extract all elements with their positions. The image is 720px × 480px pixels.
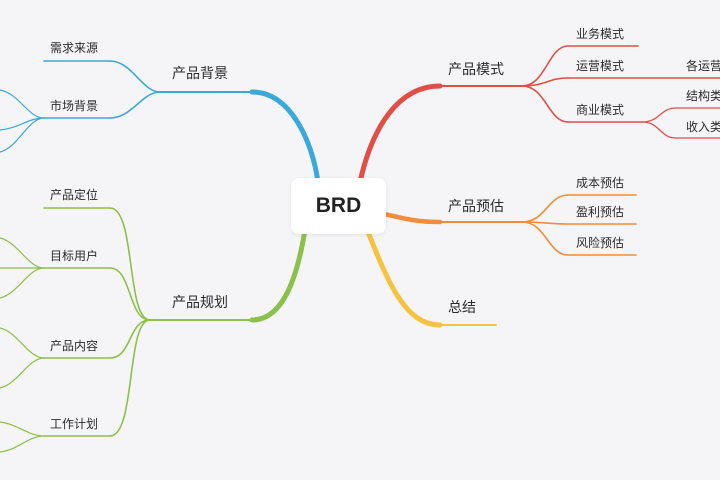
node-profit-estimate[interactable]: 盈利预估 [576,205,624,219]
node-background[interactable]: 产品背景 [172,66,228,82]
connector-root-to-summary [365,229,443,328]
connector-root-to-background [249,89,321,185]
stub-content-2 [0,357,45,389]
branch-estimate-lines [381,194,637,256]
node-summary[interactable]: 总结 [448,300,476,316]
branch-summary-lines [365,229,497,328]
connector-planning-to-positioning [109,207,151,321]
node-labels: 产品背景 需求来源 市场背景 产品规划 产品定位 目标用户 产品内容 工作计划 … [50,26,720,431]
connector-estimate-to-risk [521,221,569,256]
branch-planning-lines [0,207,308,453]
node-operation-model[interactable]: 运营模式 [576,59,624,73]
node-planning[interactable]: 产品规划 [172,295,228,311]
connector-root-to-planning [249,227,308,323]
node-estimate[interactable]: 产品预估 [448,199,504,215]
connector-commercial-to-revenue [641,121,677,139]
node-positioning[interactable]: 产品定位 [50,187,98,202]
stub-market-1 [0,89,45,119]
node-risk-estimate[interactable]: 风险预估 [576,235,624,250]
node-market-background[interactable]: 市场背景 [50,98,98,113]
node-model[interactable]: 产品模式 [448,62,504,78]
node-revenue[interactable]: 收入类 [686,120,720,134]
root-node[interactable]: BRD [291,178,386,234]
node-commercial-model[interactable]: 商业模式 [576,102,624,117]
node-target-users[interactable]: 目标用户 [50,248,98,263]
node-demand-source[interactable]: 需求来源 [50,41,98,55]
connector-background-to-demand [109,60,161,93]
stub-market-3 [0,117,45,153]
connector-background-to-market [109,91,161,119]
stub-schedule-1 [0,421,45,437]
node-operation-child[interactable]: 各运营 [686,58,720,73]
branch-model-lines [357,45,720,185]
connector-planning-to-users [109,267,151,321]
connector-model-to-business [521,45,569,87]
stub-content-1 [0,327,45,359]
connector-root-to-estimate [381,211,443,225]
stub-users-1 [0,237,45,269]
connector-planning-to-content [109,319,151,359]
node-product-content[interactable]: 产品内容 [50,338,98,353]
node-business-model[interactable]: 业务模式 [576,26,624,41]
root-label: BRD [315,194,362,217]
stub-schedule-2 [0,435,45,453]
node-work-plan[interactable]: 工作计划 [50,417,98,431]
connector-model-to-commercial [521,85,569,123]
connector-model-to-operation [521,77,569,87]
connector-estimate-to-cost [521,194,569,223]
branch-background-lines [0,60,321,185]
connector-commercial-to-structure [641,107,677,123]
connector-planning-to-schedule [109,319,151,437]
stub-users-3 [0,267,45,299]
node-structure[interactable]: 结构类 [686,88,720,103]
connector-root-to-model [357,83,443,185]
node-cost-estimate[interactable]: 成本预估 [576,176,624,190]
